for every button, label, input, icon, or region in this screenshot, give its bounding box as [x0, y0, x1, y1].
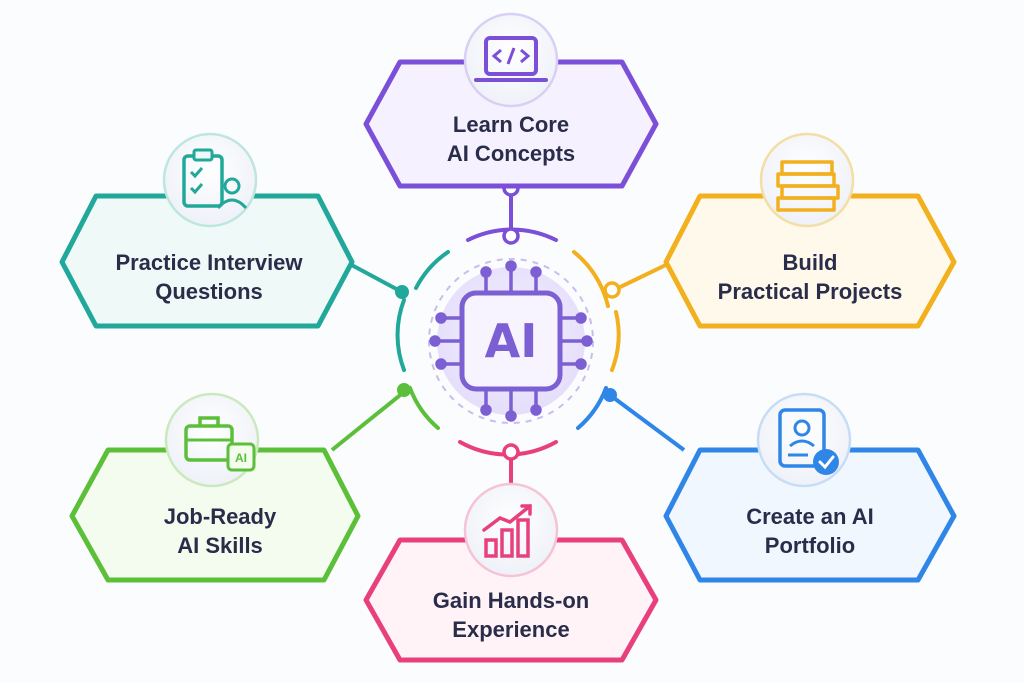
briefcase-chip-icon: AI [164, 392, 260, 488]
connector-interview [345, 260, 409, 299]
node-label-interview-line-1: Practice Interview [115, 250, 303, 275]
clipboard-user-icon [162, 132, 258, 228]
node-label-build-line-2: Practical Projects [717, 279, 903, 304]
hub-dashed-ring [428, 258, 594, 424]
code-laptop-icon [463, 12, 559, 108]
node-label-learn-line-2: AI Concepts [446, 141, 576, 166]
node-label-learn-line-1: Learn Core [452, 112, 570, 137]
connector-learn [502, 179, 520, 245]
node-label-build-line-1: Build [782, 250, 838, 275]
ring-arc-job [408, 386, 440, 430]
node-box-job-ready [69, 447, 361, 583]
ring-arc-interview [395, 298, 406, 372]
node-label-hands-on-line-1: Gain Hands-on [432, 588, 590, 613]
node-label-interview-line-2: Questions [155, 279, 263, 304]
ring-arc-build-2 [610, 310, 621, 372]
node-label-portfolio-line-1: Create an AI [746, 504, 874, 529]
briefcase-chip-badge-text: AI [235, 451, 247, 465]
ring-arc-build [572, 250, 610, 308]
node-label-hands-on-line-2: Experience [452, 617, 570, 642]
node-label-job-ready-line-2: AI Skills [177, 533, 263, 558]
ring-arc-interview-2 [414, 250, 450, 290]
node-label-interview: Practice Interview Questions [96, 248, 322, 306]
node-label-build: Build Practical Projects [700, 248, 920, 306]
node-label-job-ready: Job-Ready AI Skills [110, 502, 330, 560]
node-box-learn [363, 59, 659, 189]
node-label-learn: Learn Core AI Concepts [411, 110, 611, 168]
connector-portfolio [603, 388, 686, 452]
node-label-portfolio-line-2: Portfolio [764, 533, 856, 558]
ai-chip-icon [429, 260, 593, 422]
connector-job-ready [330, 383, 411, 452]
node-box-portfolio [663, 447, 957, 583]
node-box-hands-on [363, 537, 659, 663]
growth-chart-icon [463, 482, 559, 578]
profile-document-check-icon [756, 392, 852, 488]
node-label-job-ready-line-1: Job-Ready [163, 504, 277, 529]
node-box-interview [59, 193, 355, 329]
books-stack-icon [759, 132, 855, 228]
ring-arc-portfolio [576, 386, 608, 430]
hub-label: AI [484, 314, 538, 368]
node-label-hands-on: Gain Hands-on Experience [401, 586, 621, 644]
node-box-build [663, 193, 957, 329]
node-label-portfolio: Create an AI Portfolio [700, 502, 920, 560]
connector-build [603, 260, 673, 299]
